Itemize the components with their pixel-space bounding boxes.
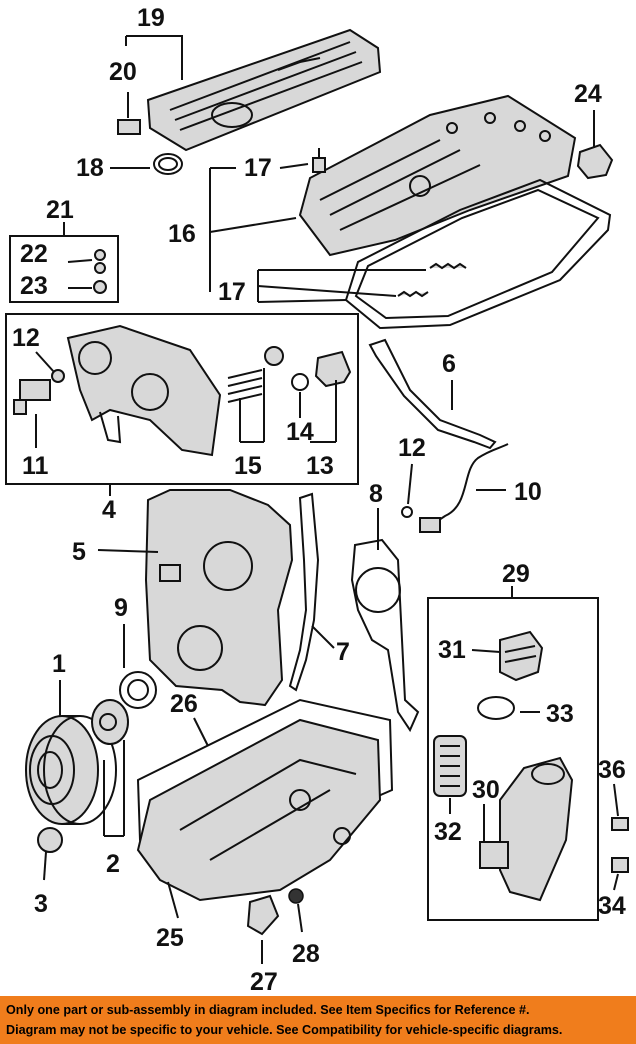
callout-32: 31: [438, 636, 466, 664]
callout-20: 19: [137, 4, 165, 32]
callout-14: 14: [286, 418, 314, 446]
engine-cover: [146, 28, 382, 152]
damper-1: [25, 715, 117, 825]
callout-26: 25: [156, 924, 184, 952]
oring-34: [477, 696, 515, 720]
gasket-17: [344, 178, 612, 330]
callout-5: 5: [72, 538, 86, 566]
callout-13: 13: [306, 452, 334, 480]
callout-1: 1: [52, 650, 66, 678]
callout-25: 24: [574, 80, 602, 108]
piston-13: [291, 350, 352, 391]
callout-15: 15: [234, 452, 262, 480]
callout-17-text: 17: [218, 278, 246, 306]
callout-23: 22: [20, 240, 48, 268]
fitting-35: [611, 857, 629, 873]
drain-plug-29: [288, 888, 304, 904]
filter-33: [433, 735, 467, 797]
timing-cover-5: [144, 489, 294, 707]
callout-9: 9: [114, 594, 128, 622]
oil-pan-26: [136, 718, 382, 902]
sensor-10: [401, 443, 509, 533]
callout-22: 21: [46, 196, 74, 224]
filter-cap-32: [499, 630, 544, 682]
callout-24: 23: [20, 272, 48, 300]
bolt-3: [37, 827, 63, 853]
fitting-36: [611, 817, 629, 831]
callout-7: 7: [336, 638, 350, 666]
callout-12-lower: 12: [398, 434, 426, 462]
callout-29: 28: [292, 940, 320, 968]
filter-housing-31: [479, 756, 574, 902]
disclaimer-line-1: Only one part or sub-assembly in diagram…: [6, 1003, 530, 1017]
callout-labels: 19 20 18 17 16 21 22 23 18 17 24 12 11 1…: [12, 4, 626, 996]
callout-3: 3: [34, 890, 48, 918]
callout-8: 8: [369, 480, 383, 508]
callout-33: 32: [434, 818, 462, 846]
callout-4: 4: [102, 496, 116, 524]
disclaimer-banner: Only one part or sub-assembly in diagram…: [0, 996, 636, 1044]
callout-19: 18: [76, 154, 104, 182]
leader-lines: [35, 35, 619, 964]
callout-11: 11: [22, 452, 49, 480]
callout-30: 29: [502, 560, 530, 588]
seal-ring-19: [153, 153, 183, 175]
bolts-23-24: [93, 249, 107, 294]
callout-28: 27: [250, 968, 278, 996]
callout-35: 34: [598, 892, 626, 920]
gasket-8: [350, 538, 420, 733]
solenoid-11: [13, 379, 51, 415]
callout-31: 30: [472, 776, 500, 804]
cap-25: [576, 143, 614, 180]
callout-18: 17: [244, 154, 272, 182]
hub-2: [91, 699, 129, 745]
callout-16: 16: [168, 220, 196, 248]
cover-clip-21: [117, 119, 141, 135]
vanos-unit: [66, 324, 222, 457]
gasket-7: [288, 492, 320, 692]
callout-6: 6: [442, 350, 456, 378]
valve-cover: [298, 94, 577, 257]
callout-2: 2: [106, 850, 120, 878]
plug-12-top: [51, 369, 65, 383]
sensor-18: [312, 148, 326, 173]
callout-36: 36: [598, 756, 626, 784]
seal-9: [119, 671, 157, 709]
spring-15: [227, 346, 284, 403]
disclaimer-line-2: Diagram may not be specific to your vehi…: [6, 1023, 563, 1037]
callout-21: 20: [109, 58, 137, 86]
seal-pieces-17: [397, 262, 467, 298]
callout-34: 33: [546, 700, 574, 728]
sensor-28: [246, 894, 280, 936]
callout-10: 10: [514, 478, 542, 506]
gasket-6: [368, 338, 497, 450]
callout-27: 26: [170, 690, 198, 718]
parts-diagram: 19 20 18 17 16 21 22 23 18 17 24 12 11 1…: [5, 4, 629, 996]
box-4: [5, 313, 359, 485]
callout-12-upper: 12: [12, 324, 40, 352]
